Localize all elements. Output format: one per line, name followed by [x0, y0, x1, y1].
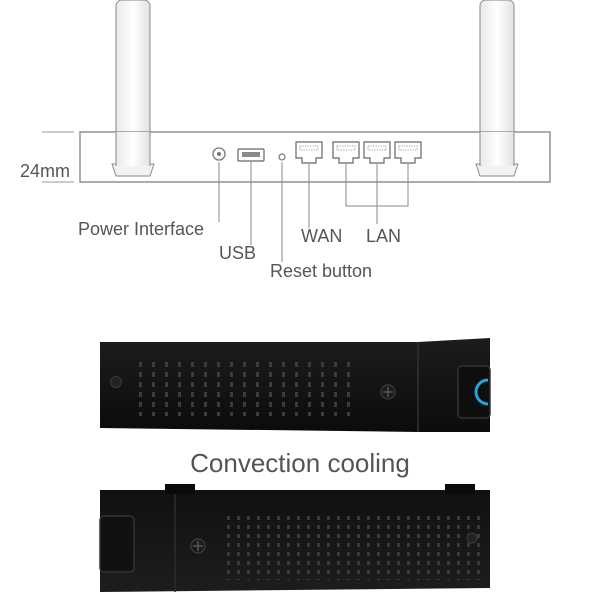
- rj45-port-icon: [332, 141, 360, 164]
- power-interface-label: Power Interface: [78, 219, 205, 239]
- router-rear-panel: [42, 0, 551, 262]
- reset-button-label: Reset button: [270, 261, 373, 281]
- power-jack-icon: [212, 147, 226, 161]
- indicator-light: [474, 378, 489, 406]
- lan-label: LAN: [366, 226, 402, 246]
- screw-icon: [190, 538, 206, 554]
- screw-icon: [466, 532, 478, 544]
- rj45-port-icon: [295, 141, 323, 164]
- cooling-caption: Convection cooling: [190, 448, 410, 478]
- case-side-lower: [99, 484, 490, 592]
- screw-icon: [380, 384, 396, 400]
- wan-label: WAN: [301, 226, 343, 246]
- dimension-marker: [42, 131, 74, 183]
- rj45-port-icon: [363, 141, 391, 164]
- usb-label: USB: [219, 243, 257, 263]
- leader-lines: [218, 162, 409, 262]
- reset-hole-icon: [278, 153, 286, 161]
- usb-port-icon: [237, 148, 265, 162]
- dimension-label: 24mm: [20, 161, 71, 181]
- screw-icon: [110, 376, 122, 388]
- rj45-port-icon: [394, 141, 422, 164]
- case-side-upper: [100, 338, 491, 432]
